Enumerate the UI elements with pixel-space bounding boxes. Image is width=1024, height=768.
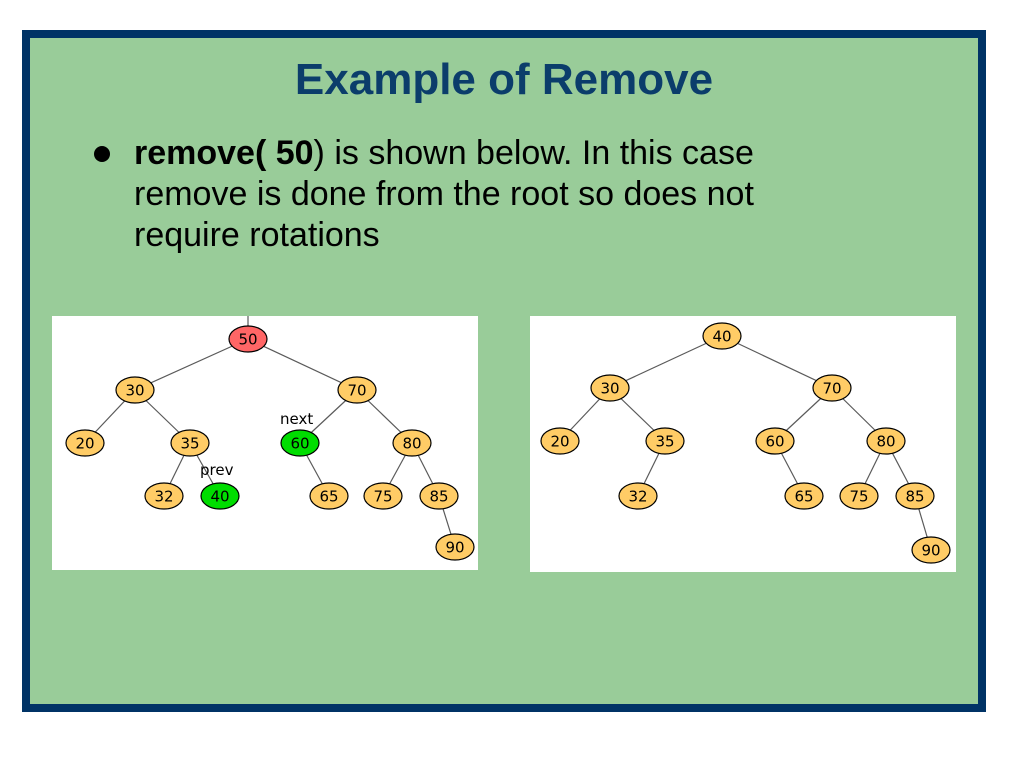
tree-node-label: 80 <box>876 433 895 451</box>
tree-node-label: 90 <box>921 542 940 560</box>
tree-node: 70 <box>337 376 377 404</box>
slide-frame: Example of Remove remove( 50) is shown b… <box>22 30 986 712</box>
tree-node: 32 <box>144 482 184 510</box>
tree-node-shape <box>911 536 951 564</box>
tree-node: 85 <box>419 482 459 510</box>
tree-node-shape <box>866 427 906 455</box>
tree-node-label: 35 <box>655 433 674 451</box>
tree-node: 65 <box>309 482 349 510</box>
tree-node: 90 <box>911 536 951 564</box>
tree-edge <box>609 335 723 389</box>
tree-node-shape <box>645 427 685 455</box>
tree-node-shape <box>590 374 630 402</box>
tree-node-shape <box>309 482 349 510</box>
tree-node: 40 <box>200 482 240 510</box>
tree-node: 70 <box>812 374 852 402</box>
tree-node-shape <box>115 376 155 404</box>
tree-node-shape <box>200 482 240 510</box>
tree-node-label: 90 <box>445 539 464 557</box>
tree-node: 35 <box>645 427 685 455</box>
tree-node: 90 <box>435 533 475 561</box>
tree-before-panel: 50 30 70 20 35 60 80 32 40 65 75 85 90 next prev <box>52 316 478 570</box>
tree-node-shape <box>392 429 432 457</box>
tree-node: 60 <box>280 429 320 457</box>
tree-node-shape <box>144 482 184 510</box>
tree-node-shape <box>755 427 795 455</box>
tree-node-label: 30 <box>125 382 144 400</box>
tree-node-label: 85 <box>905 488 924 506</box>
tree-node-label: 75 <box>849 488 868 506</box>
tree-node-shape <box>419 482 459 510</box>
slide-title: Example of Remove <box>294 55 714 104</box>
tree-node-label: 35 <box>180 435 199 453</box>
tree-after-panel: 40 30 70 20 35 60 80 32 65 75 85 90 <box>530 316 956 572</box>
tree-edge <box>134 338 249 391</box>
tree-node-shape <box>228 325 268 353</box>
tree-node-annotation: next <box>280 410 313 428</box>
tree-node-shape <box>895 482 935 510</box>
tree-node: 80 <box>392 429 432 457</box>
tree-node: 35 <box>170 429 210 457</box>
tree-edge <box>721 335 833 389</box>
tree-node: 60 <box>755 427 795 455</box>
tree-node-annotation: prev <box>200 461 234 479</box>
tree-node-shape <box>337 376 377 404</box>
tree-node-shape <box>618 482 658 510</box>
tree-after-diagram: 40 30 70 20 35 60 80 32 65 75 85 90 <box>540 322 951 564</box>
tree-node-shape <box>812 374 852 402</box>
tree-edge <box>247 338 358 391</box>
tree-node-label: 20 <box>75 435 94 453</box>
tree-node-shape <box>435 533 475 561</box>
tree-node-label: 50 <box>238 331 257 349</box>
tree-node: 75 <box>363 482 403 510</box>
tree-node-label: 32 <box>154 488 173 506</box>
tree-node-label: 60 <box>765 433 784 451</box>
tree-node: 65 <box>784 482 824 510</box>
tree-node: 80 <box>866 427 906 455</box>
bullet-description: ) is shown below. In this case remove is… <box>134 134 754 254</box>
tree-node-shape <box>784 482 824 510</box>
tree-node: 75 <box>839 482 879 510</box>
tree-node-shape <box>280 429 320 457</box>
after-tree-nodes: 40 30 70 20 35 60 80 32 65 75 85 90 <box>540 322 951 564</box>
before-tree-edges <box>84 316 456 548</box>
tree-node-label: 32 <box>628 488 647 506</box>
tree-node: 30 <box>590 374 630 402</box>
tree-node-shape <box>540 427 580 455</box>
tree-node-label: 85 <box>429 488 448 506</box>
tree-node-shape <box>839 482 879 510</box>
tree-node: 20 <box>65 429 105 457</box>
tree-node-label: 40 <box>712 328 731 346</box>
tree-node-label: 20 <box>550 433 569 451</box>
tree-node-label: 60 <box>290 435 309 453</box>
tree-node-shape <box>170 429 210 457</box>
tree-before-diagram: 50 30 70 20 35 60 80 32 40 65 75 85 90 next prev <box>65 316 475 561</box>
method-call: remove( 50 <box>134 134 314 172</box>
tree-node-label: 70 <box>822 380 841 398</box>
bullet-text: remove( 50) is shown below. In this case… <box>134 133 854 256</box>
tree-node-label: 30 <box>600 380 619 398</box>
tree-node-shape <box>702 322 742 350</box>
tree-node-label: 70 <box>347 382 366 400</box>
tree-node-label: 75 <box>373 488 392 506</box>
tree-node: 30 <box>115 376 155 404</box>
tree-node-label: 40 <box>210 488 229 506</box>
tree-node-label: 80 <box>402 435 421 453</box>
tree-node: 50 <box>228 325 268 353</box>
tree-node: 32 <box>618 482 658 510</box>
tree-node-label: 65 <box>319 488 338 506</box>
bullet-item: remove( 50) is shown below. In this case… <box>94 133 854 256</box>
tree-node: 40 <box>702 322 742 350</box>
bullet-marker <box>94 146 110 162</box>
tree-node-label: 65 <box>794 488 813 506</box>
tree-node: 85 <box>895 482 935 510</box>
before-tree-nodes: 50 30 70 20 35 60 80 32 40 65 75 85 90 <box>65 325 475 561</box>
tree-node-shape <box>363 482 403 510</box>
tree-node-shape <box>65 429 105 457</box>
tree-node: 20 <box>540 427 580 455</box>
